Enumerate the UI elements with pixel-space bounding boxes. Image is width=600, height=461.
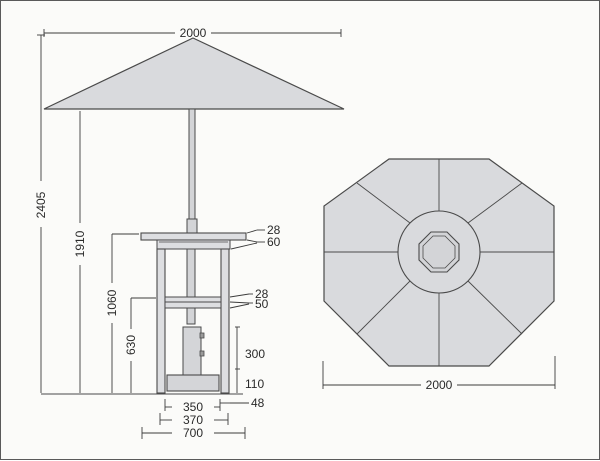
dim-bottom-widths xyxy=(141,399,246,439)
dim-overall-height xyxy=(37,34,45,393)
shelf-apron xyxy=(164,301,222,309)
dim-shelf-thickness: 28 xyxy=(255,287,269,301)
canopy-side xyxy=(43,37,345,110)
top-view: 2000 xyxy=(322,158,556,392)
table-top xyxy=(140,232,247,241)
dim-shelf-height-label: 630 xyxy=(124,335,138,355)
dim-shelf-apron: 50 xyxy=(255,297,269,311)
dim-canopy-width xyxy=(43,29,342,37)
side-view: 2000 2405 1910 1060 630 xyxy=(34,26,345,440)
dim-base-heights xyxy=(235,326,240,393)
dim-table-height xyxy=(111,233,139,393)
table-leg-right xyxy=(220,248,230,394)
shelf xyxy=(164,296,222,303)
umbrella-base xyxy=(166,374,220,392)
stand-post xyxy=(182,326,202,376)
dim-base-width: 350 xyxy=(183,400,203,414)
dim-table-height-label: 1060 xyxy=(105,289,119,316)
stand-knob-2 xyxy=(199,350,205,357)
canopy-hub-inner xyxy=(422,235,456,269)
dim-canopy-diameter xyxy=(322,356,556,389)
dim-table-apron: 60 xyxy=(267,235,281,249)
callout-shelf xyxy=(229,293,253,309)
dim-under-canopy-label: 1910 xyxy=(73,230,87,257)
canopy-hub xyxy=(418,231,460,273)
dim-table-width: 700 xyxy=(183,426,203,440)
canopy-ribs xyxy=(324,159,554,366)
dim-inner-width: 370 xyxy=(183,413,203,427)
dim-canopy-diameter-label: 2000 xyxy=(426,378,453,392)
dim-table-top-thickness: 28 xyxy=(267,223,281,237)
table-apron xyxy=(156,239,231,250)
dim-base-height: 300 xyxy=(245,347,265,361)
dim-shelf-height xyxy=(130,297,156,393)
callout-table-top xyxy=(230,229,265,250)
dim-foot-height: 110 xyxy=(245,377,264,391)
table-leg-left xyxy=(156,248,166,394)
stand-knob-1 xyxy=(199,332,205,339)
pole-lower-section xyxy=(186,245,196,325)
dim-overall-height-label: 2405 xyxy=(34,191,48,218)
dim-leg-thickness-label: 48 xyxy=(251,396,265,410)
dim-canopy-width-label: 2000 xyxy=(180,26,207,40)
